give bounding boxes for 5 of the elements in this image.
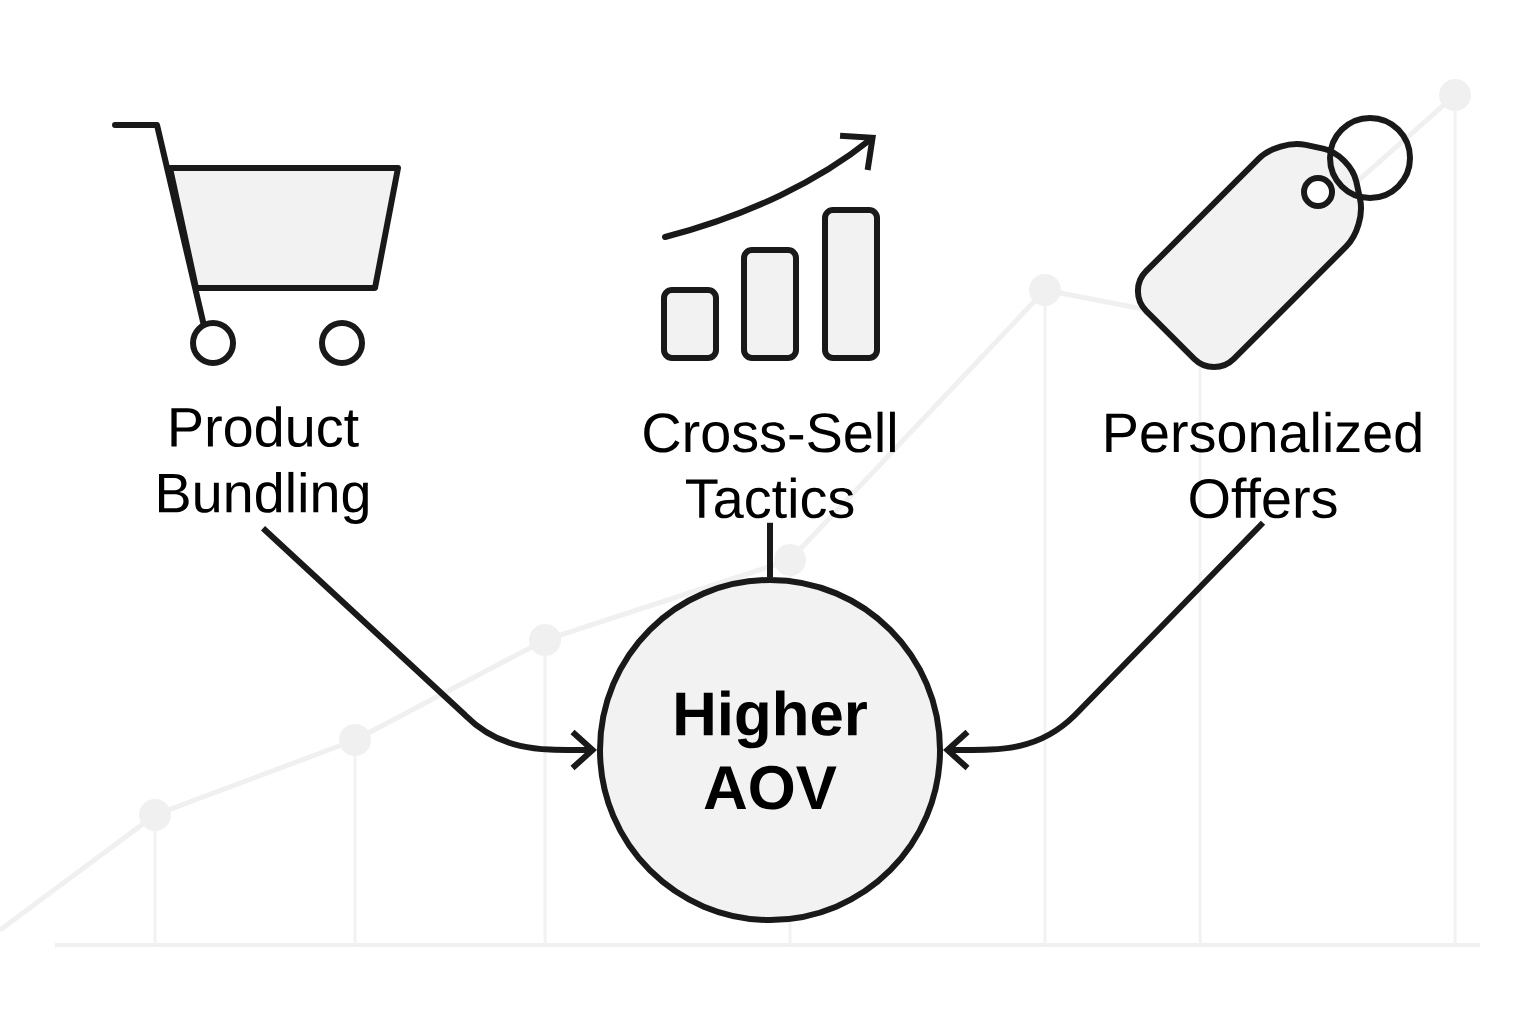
strategy-label: Personalized Offers bbox=[1106, 411, 1421, 519]
strategy-label: Product Bundling bbox=[159, 406, 368, 524]
strategy-label: Cross-Sell Tactics bbox=[644, 411, 895, 519]
arrow bbox=[260, 526, 597, 771]
arrow bbox=[943, 520, 1266, 771]
